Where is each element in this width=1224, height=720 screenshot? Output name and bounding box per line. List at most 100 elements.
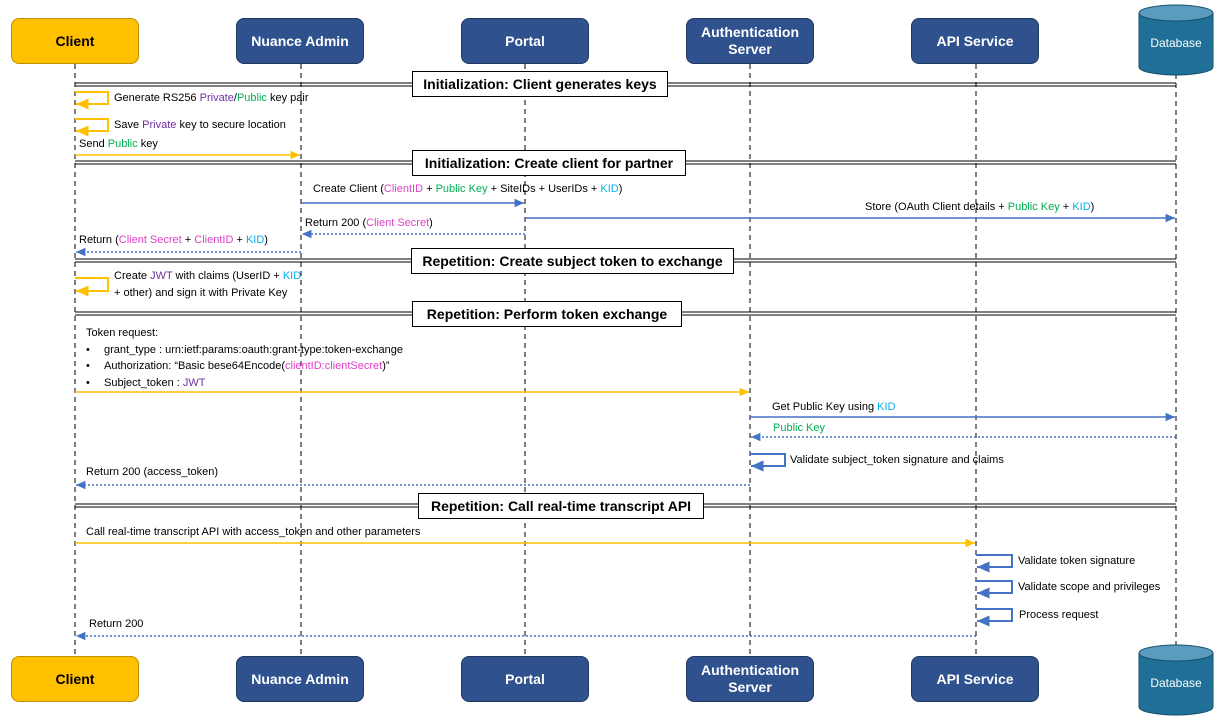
message-validate-token-signature: Validate token signature	[1018, 555, 1136, 567]
message-call-transcript-api: Call real-time transcript API with acces…	[86, 526, 421, 538]
public-keyword: Public	[107, 138, 138, 150]
token-request-bullet: • Authorization: “Basic bese64Encode(clie…	[86, 358, 403, 375]
message-text: with claims (UserID +	[172, 270, 283, 282]
message-text: Create	[114, 270, 151, 282]
private-keyword: Private	[142, 119, 177, 131]
actor-label: Portal	[505, 32, 545, 49]
actor-label: Database	[1150, 36, 1202, 50]
client-id-keyword: ClientID	[194, 234, 234, 246]
bullet-icon: •	[86, 360, 90, 372]
token-request-bullet: • Subject_token : JWT	[86, 375, 403, 392]
kid-keyword: KID	[245, 234, 265, 246]
actor-api-service-bottom: API Service	[911, 656, 1039, 702]
message-text: grant_type : urn:ietf:params:oauth:grant…	[104, 343, 404, 356]
actor-client-top: Client	[11, 18, 139, 64]
section-label: Repetition: Perform token exchange	[412, 301, 682, 327]
message-create-jwt: Create JWT with claims (UserID + KID + o…	[114, 268, 301, 302]
message-text: )	[429, 217, 433, 229]
message-validate-subject-token: Validate subject_token signature and cla…	[790, 454, 1004, 466]
actor-auth-server-top: Authentication Server	[686, 18, 814, 64]
actor-portal-top: Portal	[461, 18, 589, 64]
kid-keyword: KID	[282, 270, 302, 282]
message-text: Store (OAuth Client details +	[865, 201, 1008, 213]
message-return-200: Return 200	[89, 618, 144, 630]
actor-label: Authentication Server	[701, 24, 799, 57]
client-credentials-keyword: clientID:clientSecret	[285, 360, 383, 372]
kid-keyword: KID	[600, 183, 619, 195]
message-return-credentials: Return (Client Secret + ClientID + KID)	[79, 233, 268, 247]
public-keyword: Public	[236, 92, 267, 104]
message-line: Create JWT with claims (UserID + KID	[114, 268, 301, 285]
message-public-key-return: Public Key	[773, 422, 825, 434]
token-request-title: Token request:	[86, 327, 159, 339]
actor-label: Client	[55, 32, 95, 49]
message-generate-keys: Generate RS256 Private/Public key pair	[114, 91, 308, 105]
message-text: /	[233, 92, 237, 104]
actor-nuance-admin-bottom: Nuance Admin	[236, 656, 364, 702]
public-key-keyword: Public Key	[1007, 201, 1060, 213]
client-secret-keyword: Client Secret	[366, 217, 430, 229]
actor-label: API Service	[936, 32, 1014, 49]
bullet-icon: •	[86, 343, 90, 356]
actor-label: Nuance Admin	[251, 32, 349, 49]
message-text: Return 200 (	[305, 217, 367, 229]
actor-database-bottom: Database	[1138, 644, 1214, 716]
message-text: Authorization: “Basic bese64Encode(	[104, 360, 285, 372]
kid-keyword: KID	[877, 401, 896, 413]
jwt-keyword: JWT	[150, 270, 173, 282]
message-text: )”	[382, 360, 390, 372]
message-text: + SiteIDs + UserIDs +	[487, 183, 601, 195]
actor-database-top: Database	[1138, 4, 1214, 76]
public-key-keyword: Public Key	[435, 183, 488, 195]
message-return-access-token: Return 200 (access_token)	[86, 466, 219, 478]
actor-portal-bottom: Portal	[461, 656, 589, 702]
message-text: Get Public Key using	[772, 401, 878, 413]
self-arrow-validate-scope	[976, 580, 1013, 599]
actor-nuance-admin-top: Nuance Admin	[236, 18, 364, 64]
self-arrow-validate-token-signature	[976, 554, 1013, 573]
database-cylinder-icon	[1138, 644, 1214, 716]
actor-client-bottom: Client	[11, 656, 139, 702]
message-line: + other) and sign it with Private Key	[114, 287, 288, 299]
actor-label: Authentication Server	[701, 662, 799, 695]
message-text: Subject_token :	[104, 376, 183, 389]
message-validate-scope: Validate scope and privileges	[1018, 581, 1161, 593]
message-text: Save	[114, 119, 143, 131]
actor-label: Nuance Admin	[251, 670, 349, 687]
kid-keyword: KID	[1072, 201, 1091, 213]
message-text: key to secure location	[176, 119, 286, 131]
self-arrow-process-request	[976, 608, 1013, 627]
section-label: Initialization: Create client for partne…	[412, 150, 686, 176]
actor-auth-server-bottom: Authentication Server	[686, 656, 814, 702]
message-return-client-secret: Return 200 (Client Secret)	[305, 216, 433, 230]
message-text: Create Client (	[313, 183, 384, 195]
actor-label: Database	[1150, 676, 1202, 690]
actor-label: Portal	[505, 670, 545, 687]
message-text: key pair	[266, 92, 309, 104]
section-label: Initialization: Client generates keys	[412, 71, 668, 97]
actor-label: Client	[55, 670, 95, 687]
message-text: Return (	[79, 234, 119, 246]
token-request-bullet: • grant_type : urn:ietf:params:oauth:gran…	[86, 342, 403, 359]
message-text: +	[181, 234, 195, 246]
message-text: )	[264, 234, 268, 246]
message-get-public-key: Get Public Key using KID	[772, 400, 896, 414]
message-text: key	[137, 138, 158, 150]
message-process-request: Process request	[1019, 609, 1099, 621]
self-arrow-validate-subject-token	[750, 453, 786, 472]
database-cylinder-icon	[1138, 4, 1214, 76]
message-text: Generate RS256	[114, 92, 200, 104]
private-keyword: Private	[199, 92, 234, 104]
self-arrow-generate-keys	[75, 91, 109, 110]
message-text: )	[1090, 201, 1095, 213]
self-arrow-create-jwt	[75, 277, 109, 297]
jwt-keyword: JWT	[182, 376, 206, 389]
message-send-public-key: Send Public key	[79, 137, 158, 151]
client-secret-keyword: Client Secret	[118, 234, 182, 246]
message-text: +	[233, 234, 246, 246]
message-create-client: Create Client (ClientID + Public Key + S…	[313, 182, 622, 196]
section-label: Repetition: Call real-time transcript AP…	[418, 493, 704, 519]
bullet-icon: •	[86, 376, 90, 389]
message-store-client: Store (OAuth Client details + Public Key…	[865, 200, 1094, 214]
message-text: +	[423, 183, 436, 195]
